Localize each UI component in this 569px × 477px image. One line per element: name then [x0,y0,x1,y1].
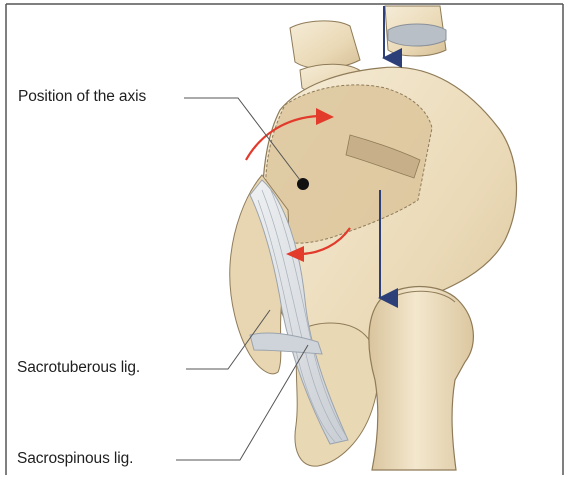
sacrospinous-leader-line [176,345,308,460]
axis-position-label: Position of the axis [18,88,146,106]
axis-point [297,178,309,190]
sacrospinous-ligament-label: Sacrospinous lig. [17,450,133,468]
femur-bone [369,287,473,471]
sacrotuberous-ligament-label: Sacrotuberous lig. [17,359,140,377]
